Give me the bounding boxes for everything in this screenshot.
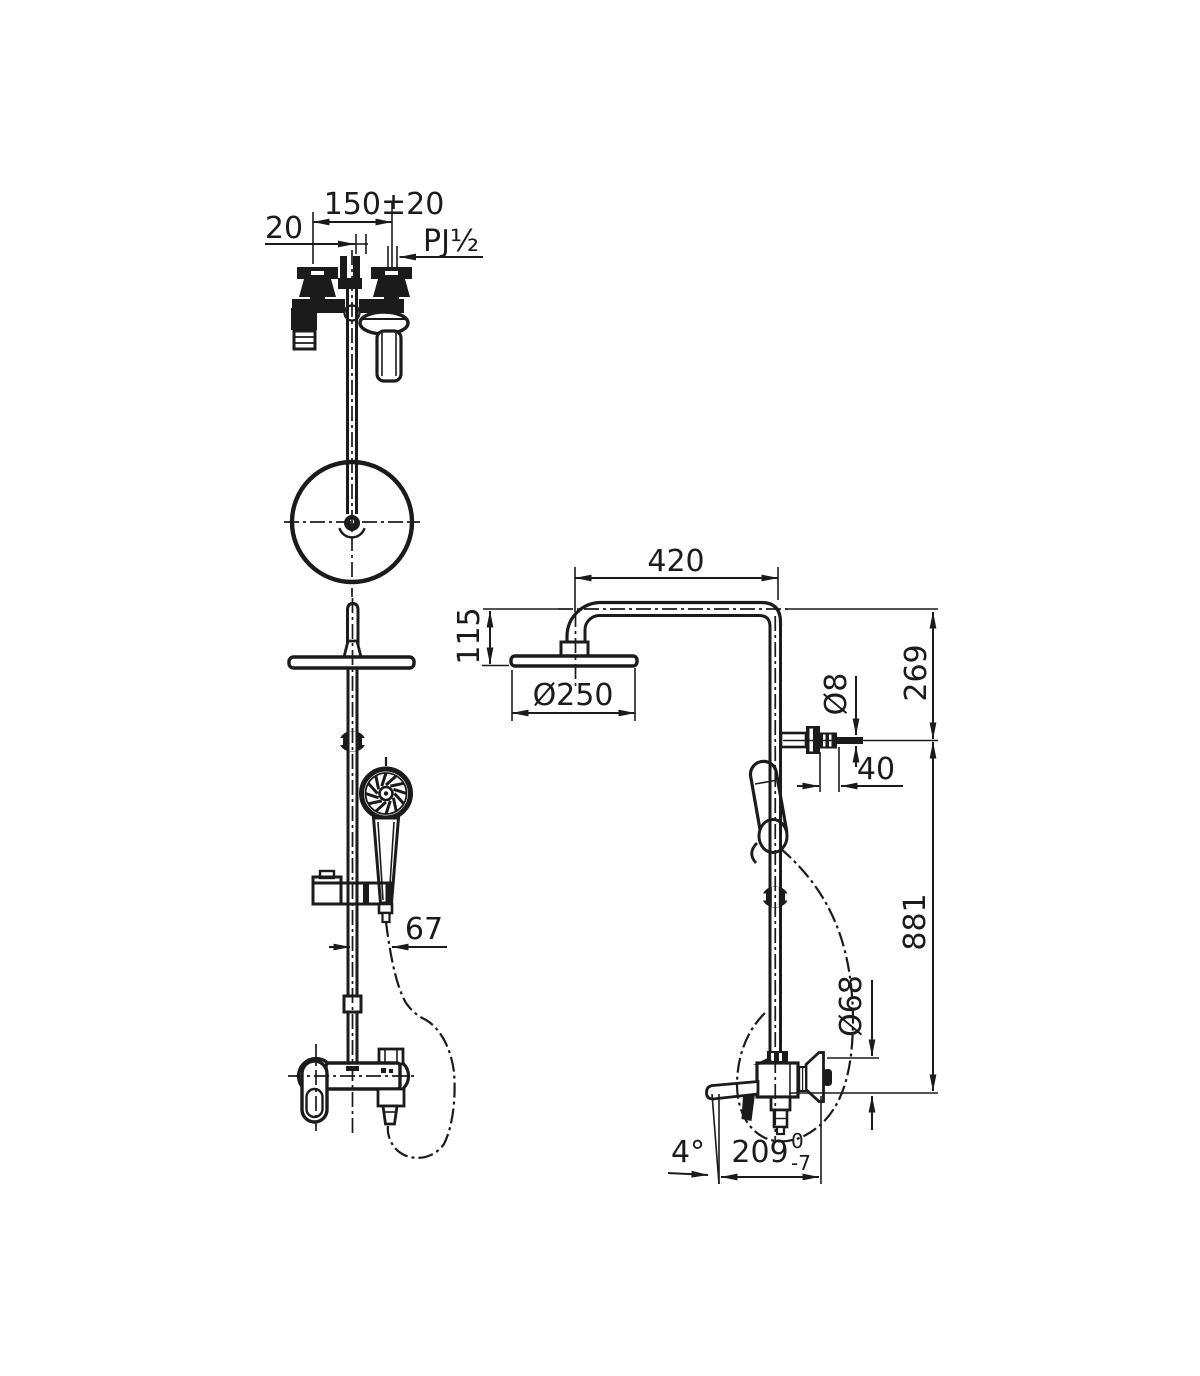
shower-arm-outer xyxy=(565,600,783,642)
hand-shower-front xyxy=(359,757,413,905)
supply-pipe-left xyxy=(340,256,347,282)
dim-spout-reach: 209 xyxy=(731,1135,788,1170)
mixer-knob-side xyxy=(804,1051,825,1103)
dim-hose-offset: 67 xyxy=(405,912,443,947)
side-dimensions: 420 115 Ø250 269 Ø8 40 881 Ø68 4° 209 0 xyxy=(452,544,938,1185)
mixer-lever-front xyxy=(300,1059,329,1124)
spout-plan xyxy=(375,329,403,383)
dim-spout-tol-lower: -7 xyxy=(791,1151,811,1175)
mixer-body-front xyxy=(324,1061,402,1091)
dim-pin-length: 40 xyxy=(857,752,895,787)
mixer-valve-side xyxy=(705,1051,832,1136)
shower-hose-front xyxy=(384,921,456,1159)
dim-pin-diameter: Ø8 xyxy=(819,673,854,716)
rain-head-front xyxy=(287,655,416,670)
outlet-plan xyxy=(291,308,317,330)
mixer-body-side xyxy=(755,1061,800,1099)
rain-head-side xyxy=(509,654,639,668)
dim-thread-spec: PJ½ xyxy=(423,224,479,259)
front-view xyxy=(287,598,456,1159)
dim-supply-spacing: 150±20 xyxy=(324,187,445,222)
diverter-knob-side xyxy=(741,1094,755,1121)
right-handle-plan xyxy=(371,267,412,297)
dim-spout-tol-upper: 0 xyxy=(791,1129,804,1153)
left-handle-plan xyxy=(297,267,338,297)
dim-head-diameter: Ø250 xyxy=(533,678,614,713)
dim-arm-reach: 420 xyxy=(647,544,704,579)
bracket-holder-side xyxy=(757,818,789,854)
dim-upper-height: 269 xyxy=(899,644,934,701)
dim-supply-offset: 20 xyxy=(265,211,303,246)
plan-view xyxy=(284,250,420,597)
shower-arm-inner xyxy=(583,614,772,642)
mixer-valve-front xyxy=(288,1044,414,1131)
dim-column-height: 881 xyxy=(898,893,933,950)
dim-escutcheon-diameter: Ø68 xyxy=(834,975,869,1037)
dim-spout-angle: 4° xyxy=(671,1135,705,1170)
spray-face-nozzles xyxy=(365,772,407,815)
plan-dimensions: 150±20 20 PJ½ xyxy=(265,187,483,268)
supply-pipe-right xyxy=(353,256,360,282)
front-dimensions: 67 xyxy=(329,912,447,951)
dim-head-drop: 115 xyxy=(452,607,487,664)
